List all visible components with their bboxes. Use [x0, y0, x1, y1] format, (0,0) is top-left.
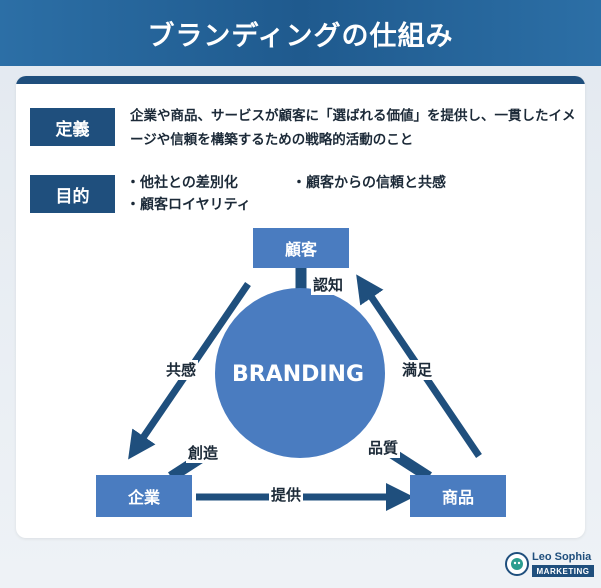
- center-label: BRANDING: [231, 361, 365, 387]
- goal-tag: 目的: [30, 175, 115, 213]
- logo-subtitle: MARKETING: [532, 565, 594, 577]
- card-top-border: [16, 76, 585, 84]
- title-bar: ブランディングの仕組み: [0, 0, 601, 66]
- definition-text: 企業や商品、サービスが顧客に「選ばれる価値」を提供し、一貫したイメージや信頼を構…: [130, 108, 576, 148]
- edge-label-quality: 品質: [366, 438, 401, 458]
- branding-diagram: [128, 268, 482, 511]
- edge-label-recognition: 認知: [311, 275, 346, 295]
- goal-item-trust: ・顧客からの信頼と共感: [292, 175, 446, 191]
- logo-name: Leo Sophia: [532, 551, 592, 563]
- edge-label-provision: 提供: [269, 485, 304, 505]
- lion-head-icon: [505, 552, 529, 576]
- page-title: ブランディングの仕組み: [147, 20, 454, 52]
- definition-tag: 定義: [30, 108, 115, 146]
- goal-item-loyalty: ・顧客ロイヤリティ: [126, 197, 251, 213]
- node-product: 商品: [410, 475, 506, 517]
- node-company: 企業: [96, 475, 192, 517]
- content-card: 定義 企業や商品、サービスが顧客に「選ばれる価値」を提供し、一貫したイメージや信…: [16, 76, 585, 538]
- edge-label-empathy: 共感: [164, 360, 199, 380]
- edge-label-satisfaction: 満足: [400, 360, 435, 380]
- node-customer: 顧客: [253, 228, 349, 268]
- edge-label-creation: 創造: [186, 443, 221, 463]
- brand-logo: Leo Sophia MARKETING: [505, 550, 597, 580]
- goal-item-differentiation: ・他社との差別化: [126, 175, 238, 191]
- branding-circle: [215, 288, 385, 458]
